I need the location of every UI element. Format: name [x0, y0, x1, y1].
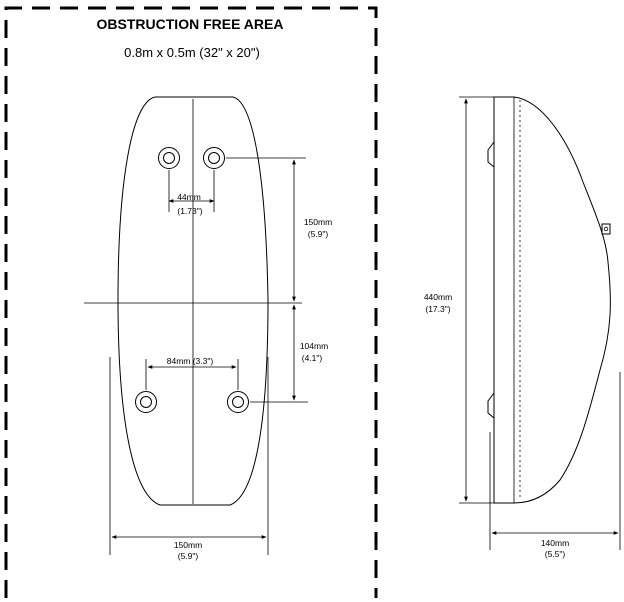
bracket-lower	[488, 393, 494, 418]
hole-spacing-top-in: (1.73")	[177, 206, 202, 216]
mounting-hole-bottom-left	[136, 392, 157, 413]
center-to-bottom-mm: 104mm	[300, 341, 328, 351]
front-view: 44mm (1.73") 150mm (5.9") 104mm (4.1") 8…	[84, 97, 332, 561]
hole-spacing-top-mm: 44mm	[177, 192, 201, 202]
area-size: 0.8m x 0.5m (32" x 20")	[124, 45, 260, 60]
depth-mm: 140mm	[541, 538, 569, 548]
side-view: 440mm (17.3") 140mm (5.5")	[424, 97, 620, 559]
device-side-profile	[494, 97, 610, 503]
bracket-upper	[488, 142, 494, 167]
hole-spacing-bottom-label: 84mm (3.3")	[167, 356, 214, 366]
mounting-hole-top-left	[159, 148, 180, 169]
top-to-center-in: (5.9")	[308, 229, 329, 239]
width-in: (5.9")	[178, 551, 199, 561]
top-to-center-mm: 150mm	[304, 217, 332, 227]
width-mm: 150mm	[174, 540, 202, 550]
center-to-bottom-in: (4.1")	[302, 353, 323, 363]
height-in: (17.3")	[425, 304, 450, 314]
mounting-hole-bottom-right	[228, 392, 249, 413]
side-connector	[602, 224, 610, 234]
area-title: OBSTRUCTION FREE AREA	[97, 16, 284, 32]
height-mm: 440mm	[424, 292, 452, 302]
mounting-hole-top-right	[204, 148, 225, 169]
depth-in: (5.5")	[545, 549, 566, 559]
